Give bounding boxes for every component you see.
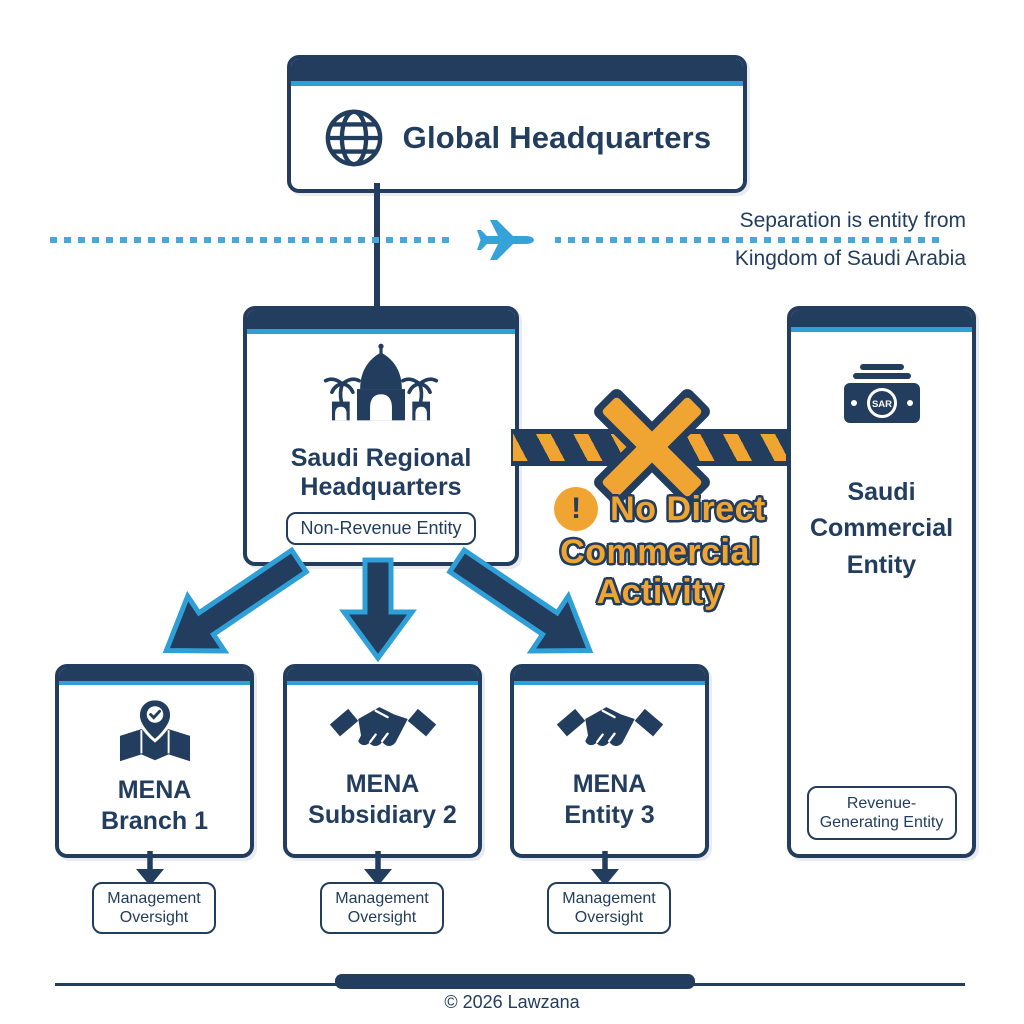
- management-oversight-badge: Management Oversight: [92, 882, 216, 935]
- mosque-icon: [323, 343, 439, 421]
- card-accent-stripe: [791, 327, 972, 332]
- card-header-bar: [59, 668, 250, 681]
- map-pin-check-icon: [119, 697, 190, 762]
- restriction-label: ! No Direct Commercial Activity: [505, 487, 815, 611]
- card-header-bar: [291, 59, 743, 81]
- card-accent-stripe: [59, 681, 250, 685]
- card-accent-stripe: [247, 329, 515, 334]
- mena-branch-1-box: MENA Branch 1: [55, 664, 254, 858]
- flow-arrows: [162, 546, 594, 663]
- card-accent-stripe: [514, 681, 705, 685]
- management-oversight-badge: Management Oversight: [320, 882, 444, 935]
- arrow-to-branch1: [162, 546, 310, 654]
- saudi-regional-hq-title: Saudi Regional Headquarters: [290, 444, 472, 501]
- sar-label: SAR: [871, 399, 891, 410]
- card-header-bar: [791, 310, 972, 327]
- mena-name-line2: Subsidiary 2: [308, 801, 457, 830]
- cross-x-icon: [594, 389, 710, 505]
- restriction-line1: No Direct: [610, 489, 766, 528]
- mena-name-line1: MENA: [345, 770, 420, 798]
- management-oversight-badge: Management Oversight: [547, 882, 671, 935]
- mena-name-line1: MENA: [117, 776, 192, 804]
- global-headquarters-title: Global Headquarters: [402, 119, 712, 155]
- mena-name-line2: Branch 1: [101, 807, 208, 836]
- card-header-bar: [287, 668, 478, 681]
- mena-name-line1: MENA: [572, 770, 647, 798]
- restriction-line3: Activity: [596, 573, 724, 612]
- global-headquarters-box: Global Headquarters: [287, 55, 747, 193]
- arrow-to-subsidiary2: [339, 557, 417, 663]
- card-accent-stripe: [287, 681, 478, 685]
- mena-subsidiary-2-box: MENA Subsidiary 2: [283, 664, 482, 858]
- revenue-generating-entity-badge: Revenue-Generating Entity: [806, 785, 957, 840]
- handshake-icon: [556, 707, 663, 747]
- mena-name-line2: Entity 3: [564, 801, 655, 830]
- oversight-arrow: [591, 851, 619, 886]
- restriction-line2: Commercial: [560, 533, 760, 571]
- mena-entity-3-title: MENA Entity 3: [564, 769, 654, 832]
- sar-banknote-icon: SAR: [843, 364, 920, 423]
- card-accent-stripe: [291, 81, 743, 86]
- mena-entity-3-box: MENA Entity 3: [510, 664, 709, 858]
- saudi-regional-hq-box: Saudi Regional Headquarters Non-Revenue …: [243, 306, 519, 566]
- saudi-commercial-entity-title: Saudi Commercial Entity: [809, 478, 954, 579]
- footer-accent-bar: [335, 974, 695, 989]
- saudi-commercial-entity-box: SAR Saudi Commercial Entity Revenue-Gene…: [787, 306, 976, 858]
- card-header-bar: [514, 668, 705, 681]
- mena-subsidiary-2-title: MENA Subsidiary 2: [308, 769, 457, 832]
- oversight-arrow: [364, 851, 392, 886]
- airplane-icon: [477, 220, 534, 260]
- handshake-icon: [329, 707, 436, 747]
- arrow-to-entity3: [446, 546, 594, 654]
- mena-branch-1-title: MENA Branch 1: [101, 775, 208, 838]
- connector-line: [374, 183, 380, 309]
- separation-text-line1: Separation is entity from: [739, 209, 966, 232]
- exclamation-icon: !: [554, 487, 599, 531]
- non-revenue-entity-badge: Non-Revenue Entity: [286, 511, 476, 546]
- separation-text-line2: Kingdom of Saudi Arabia: [734, 247, 966, 270]
- card-header-bar: [247, 310, 515, 329]
- oversight-arrow: [136, 851, 164, 886]
- airplane-icon-wrap: [455, 214, 555, 266]
- copyright-text: © 2026 Lawzana: [444, 992, 580, 1012]
- globe-icon: [325, 109, 382, 166]
